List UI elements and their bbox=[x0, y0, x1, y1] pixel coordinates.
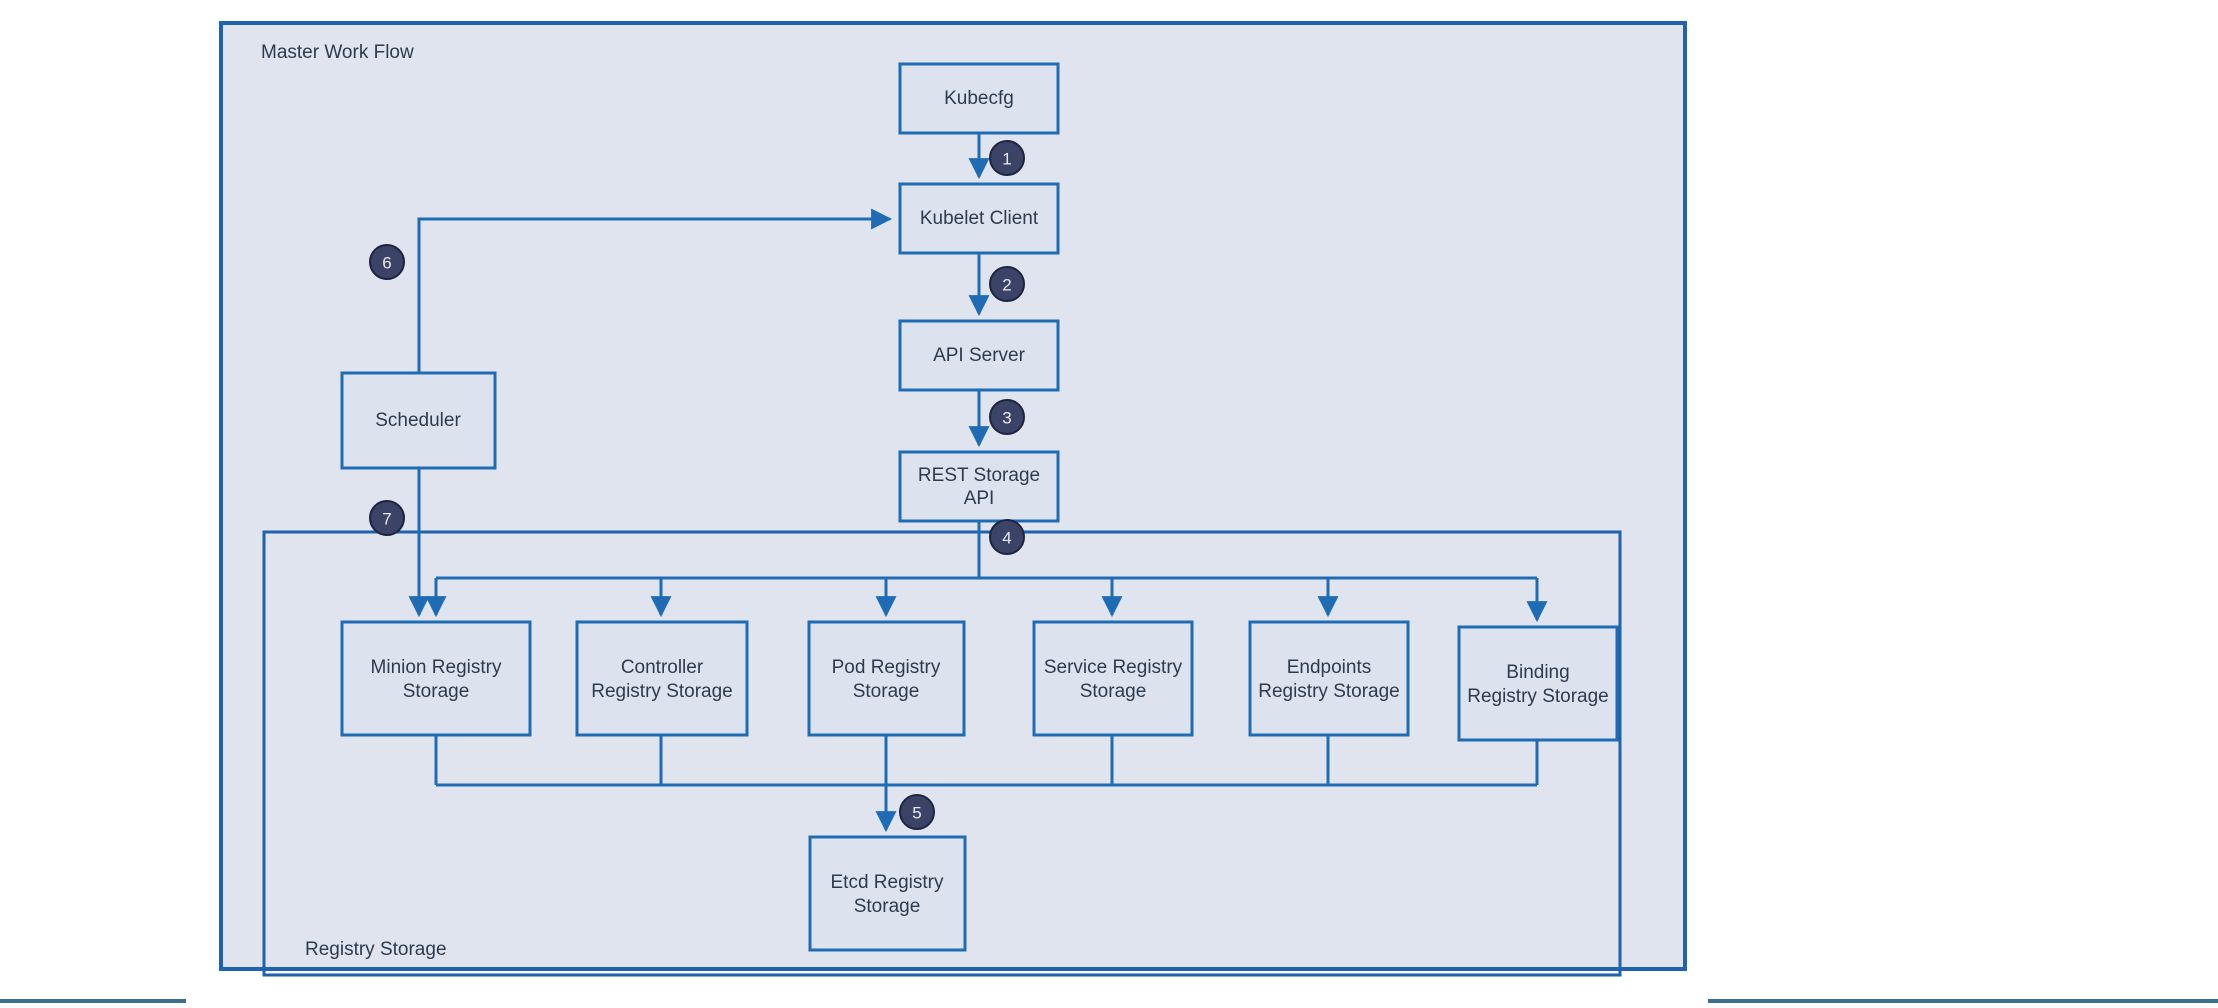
badge-step-1: 1 bbox=[989, 140, 1025, 176]
node-kubecfg-box[interactable] bbox=[898, 62, 1060, 135]
footer-rule-right bbox=[1708, 999, 2218, 1003]
node-etcd-registry-storage-label-line2: Storage bbox=[854, 896, 921, 917]
node-service-registry-storage-box[interactable] bbox=[1032, 620, 1194, 737]
node-rest-storage-api-label-line1: REST Storage bbox=[918, 465, 1040, 486]
edge-registry-row-to-etcd-registry bbox=[434, 735, 1539, 833]
node-api-server-label: API Server bbox=[933, 345, 1026, 366]
node-controller-registry-storage-label-line2: Registry Storage bbox=[591, 681, 733, 702]
node-api-server-box[interactable] bbox=[898, 319, 1060, 392]
badge-step-5-number: 5 bbox=[912, 804, 921, 823]
node-controller-registry-storage-label-line1: Controller bbox=[621, 657, 704, 678]
node-kubelet-client[interactable]: Kubelet Client bbox=[898, 182, 1060, 255]
node-endpoints-registry-storage-box[interactable] bbox=[1248, 620, 1410, 737]
node-etcd-registry-storage-box[interactable] bbox=[808, 835, 967, 952]
badge-step-5: 5 bbox=[899, 794, 935, 830]
node-endpoints-registry-storage-label-line1: Endpoints bbox=[1287, 657, 1372, 678]
badge-step-1-number: 1 bbox=[1002, 150, 1011, 169]
node-kubelet-client-box[interactable] bbox=[898, 182, 1060, 255]
badge-step-2-number: 2 bbox=[1002, 276, 1011, 295]
node-pod-registry-storage-box[interactable] bbox=[807, 620, 966, 737]
badge-step-1-circle bbox=[989, 140, 1025, 176]
node-kubecfg[interactable]: Kubecfg bbox=[898, 62, 1060, 135]
badge-step-6-number: 6 bbox=[382, 254, 391, 273]
node-pod-registry-storage[interactable]: Pod Registry Storage bbox=[807, 620, 966, 737]
node-service-registry-storage-label-line1: Service Registry bbox=[1044, 657, 1183, 678]
badge-step-4: 4 bbox=[989, 519, 1025, 555]
node-kubelet-client-label: Kubelet Client bbox=[920, 208, 1039, 229]
node-minion-registry-storage-label-line2: Storage bbox=[403, 681, 470, 702]
node-endpoints-registry-storage-label-line2: Registry Storage bbox=[1258, 681, 1400, 702]
node-api-server[interactable]: API Server bbox=[898, 319, 1060, 392]
badge-step-7-number: 7 bbox=[382, 510, 391, 529]
node-rest-storage-api-label-line2: API bbox=[964, 488, 995, 509]
master-work-flow-label: Master Work Flow bbox=[261, 42, 414, 63]
node-scheduler-box[interactable] bbox=[340, 371, 497, 470]
badge-step-2-circle bbox=[989, 266, 1025, 302]
node-binding-registry-storage[interactable]: Binding Registry Storage bbox=[1457, 625, 1619, 742]
container-registry-storage: Registry Storage bbox=[262, 530, 1622, 977]
node-kubecfg-label: Kubecfg bbox=[944, 88, 1014, 109]
edge-rest-storage-api-to-registry-row bbox=[425, 521, 1548, 623]
badge-step-3-number: 3 bbox=[1002, 409, 1011, 428]
badge-step-7-circle bbox=[369, 500, 405, 536]
badge-step-3-circle bbox=[989, 399, 1025, 435]
node-binding-registry-storage-label-line2: Registry Storage bbox=[1467, 686, 1609, 707]
node-endpoints-registry-storage[interactable]: Endpoints Registry Storage bbox=[1248, 620, 1410, 737]
badge-step-7: 7 bbox=[369, 500, 405, 536]
node-rest-storage-api[interactable]: REST Storage API bbox=[898, 450, 1060, 523]
node-pod-registry-storage-label-line2: Storage bbox=[853, 681, 920, 702]
node-minion-registry-storage[interactable]: Minion Registry Storage bbox=[340, 620, 532, 737]
edge-scheduler-to-kubelet-client bbox=[417, 208, 893, 373]
node-rest-storage-api-box[interactable] bbox=[898, 450, 1060, 523]
badge-step-4-circle bbox=[989, 519, 1025, 555]
node-controller-registry-storage[interactable]: Controller Registry Storage bbox=[575, 620, 749, 737]
node-binding-registry-storage-label-line1: Binding bbox=[1506, 662, 1569, 683]
node-scheduler-label: Scheduler bbox=[375, 410, 461, 431]
badge-step-6-circle bbox=[369, 244, 405, 280]
badge-step-4-number: 4 bbox=[1002, 529, 1011, 548]
registry-storage-label: Registry Storage bbox=[305, 939, 447, 960]
node-etcd-registry-storage-label-line1: Etcd Registry bbox=[831, 872, 944, 893]
registry-storage-frame bbox=[262, 530, 1622, 977]
badge-step-6: 6 bbox=[369, 244, 405, 280]
node-minion-registry-storage-box[interactable] bbox=[340, 620, 532, 737]
badge-step-3: 3 bbox=[989, 399, 1025, 435]
footer-rule-left bbox=[0, 999, 186, 1003]
badge-step-2: 2 bbox=[989, 266, 1025, 302]
node-service-registry-storage[interactable]: Service Registry Storage bbox=[1032, 620, 1194, 737]
node-minion-registry-storage-label-line1: Minion Registry bbox=[371, 657, 502, 678]
node-binding-registry-storage-box[interactable] bbox=[1457, 625, 1619, 742]
node-scheduler[interactable]: Scheduler bbox=[340, 371, 497, 470]
node-pod-registry-storage-label-line1: Pod Registry bbox=[832, 657, 941, 678]
node-service-registry-storage-label-line2: Storage bbox=[1080, 681, 1147, 702]
node-controller-registry-storage-box[interactable] bbox=[575, 620, 749, 737]
badge-step-5-circle bbox=[899, 794, 935, 830]
node-etcd-registry-storage[interactable]: Etcd Registry Storage bbox=[808, 835, 967, 952]
